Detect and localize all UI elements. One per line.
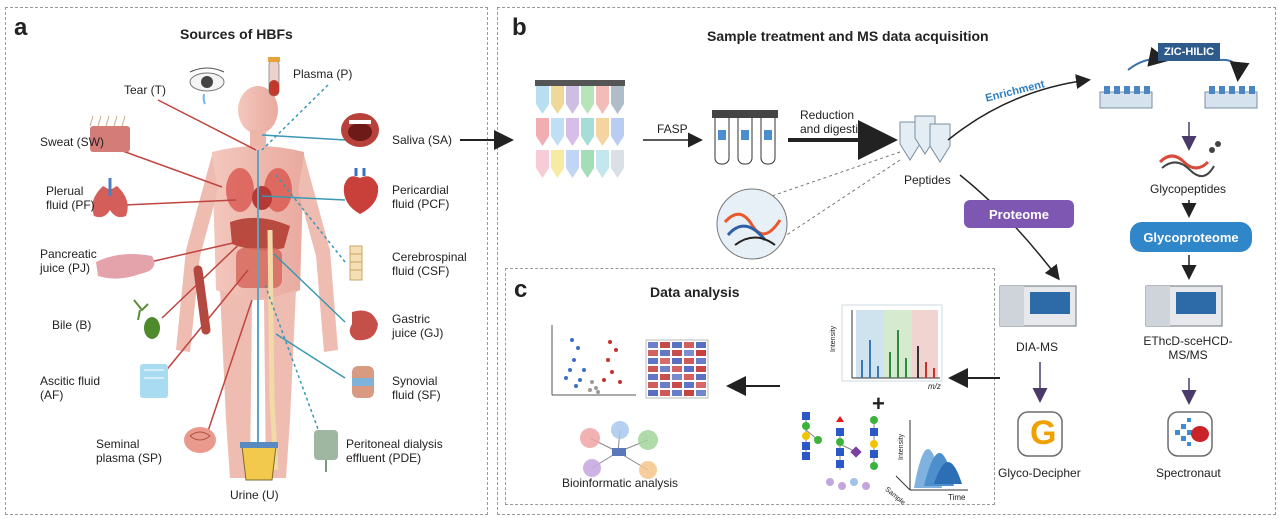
label-cerebrospinal: Cerebrospinal fluid (CSF) (392, 250, 467, 278)
knee-joint-icon (352, 366, 374, 398)
label-bile: Bile (B) (52, 318, 92, 332)
zic-hilic-badge: ZIC-HILIC (1158, 43, 1221, 61)
panel-b-title: Sample treatment and MS data acquisition (707, 28, 989, 44)
blood-tube-icon (268, 57, 280, 97)
label-gastric: Gastric juice (GJ) (392, 312, 444, 340)
glyco-decipher-g: G (1030, 414, 1057, 452)
label-synovial: Synovial fluid (SF) (392, 374, 441, 402)
skin-icon (89, 115, 130, 152)
panel-a-letter: a (14, 14, 28, 41)
spectronaut-logo (1167, 411, 1213, 457)
mouth-icon (341, 113, 379, 147)
label-pancreatic: Pancreatic juice (PJ) (40, 247, 97, 275)
spectrum-ylabel: Intensity (830, 325, 837, 352)
eye-icon (189, 67, 225, 105)
panel-b-frame (497, 7, 1276, 515)
glycan-structures (802, 412, 878, 490)
glycoproteome-pill: Glycoproteome (1130, 222, 1252, 252)
label-fasp: FASP (657, 122, 688, 136)
panel-c-title: Data analysis (650, 284, 740, 300)
peptide-tubes (899, 115, 951, 163)
ascitic-fluid-bag-icon (140, 364, 168, 398)
label-reduction-digestion: Reduction and digestion (800, 108, 872, 136)
panel-c-letter: c (514, 276, 528, 303)
lung-icon (92, 178, 128, 218)
label-saliva: Saliva (SA) (392, 133, 453, 147)
label-bioinformatic: Bioinformatic analysis (562, 476, 679, 490)
protein-digest-circle (716, 188, 788, 260)
label-spectronaut: Spectronaut (1156, 466, 1221, 480)
plus-sign: + (872, 391, 885, 416)
ms-spectrum (841, 304, 943, 382)
panel-c-frame (505, 268, 995, 505)
xic-3d-plot (895, 420, 968, 491)
stomach-icon (349, 310, 378, 341)
label-glyco-decipher: Glyco-Decipher (998, 466, 1081, 480)
fasp-filter-tubes (712, 110, 778, 165)
volcano-plot (551, 325, 636, 396)
pancreas-icon (96, 254, 155, 279)
gallbladder-icon (133, 299, 160, 339)
dia-ms-instrument (999, 285, 1077, 327)
right-connectors (261, 84, 346, 441)
human-body-figure (176, 86, 338, 480)
label-ethcd: EThcD-sceHCD- MS/MS (1143, 334, 1233, 362)
label-ascitic: Ascitic fluid (AF) (40, 374, 101, 402)
heatmap (645, 339, 709, 399)
xic-xlabel: Time (948, 493, 966, 502)
panel-b-letter: b (512, 14, 527, 41)
label-dia-ms: DIA-MS (1016, 340, 1058, 354)
spine-icon (349, 245, 363, 281)
proteome-pill: Proteome (964, 200, 1074, 228)
panel-a-frame (5, 7, 488, 515)
label-seminal: Seminal plasma (SP) (96, 437, 163, 465)
glycopeptide-icon (1158, 141, 1221, 177)
network-diagram (580, 421, 658, 479)
label-glycopeptides: Glycopeptides (1150, 182, 1227, 196)
xic-ylabel: Intensity (898, 433, 905, 460)
heart-icon (343, 168, 379, 214)
spectrum-xlabel: m/z (928, 382, 941, 391)
label-peritoneal: Peritoneal dialysis effluent (PDE) (346, 437, 443, 465)
urine-cup-icon (240, 442, 278, 481)
label-peptides: Peptides (904, 173, 951, 187)
dialysis-bag-icon (314, 430, 338, 472)
label-pleural: Plerual fluid (PF) (46, 184, 95, 212)
ethcd-instrument (1145, 285, 1223, 327)
label-tear: Tear (T) (124, 83, 166, 97)
label-pericardial: Pericardial fluid (PCF) (392, 183, 450, 211)
zic-hilic-plates (1099, 47, 1258, 109)
testis-icon (184, 427, 216, 453)
label-urine: Urine (U) (230, 488, 279, 502)
label-plasma: Plasma (P) (293, 67, 353, 81)
panel-a-title: Sources of HBFs (180, 26, 293, 42)
glyco-decipher-logo (1017, 411, 1063, 457)
left-connectors (119, 99, 257, 441)
label-sweat: Sweat (SW) (40, 135, 105, 149)
